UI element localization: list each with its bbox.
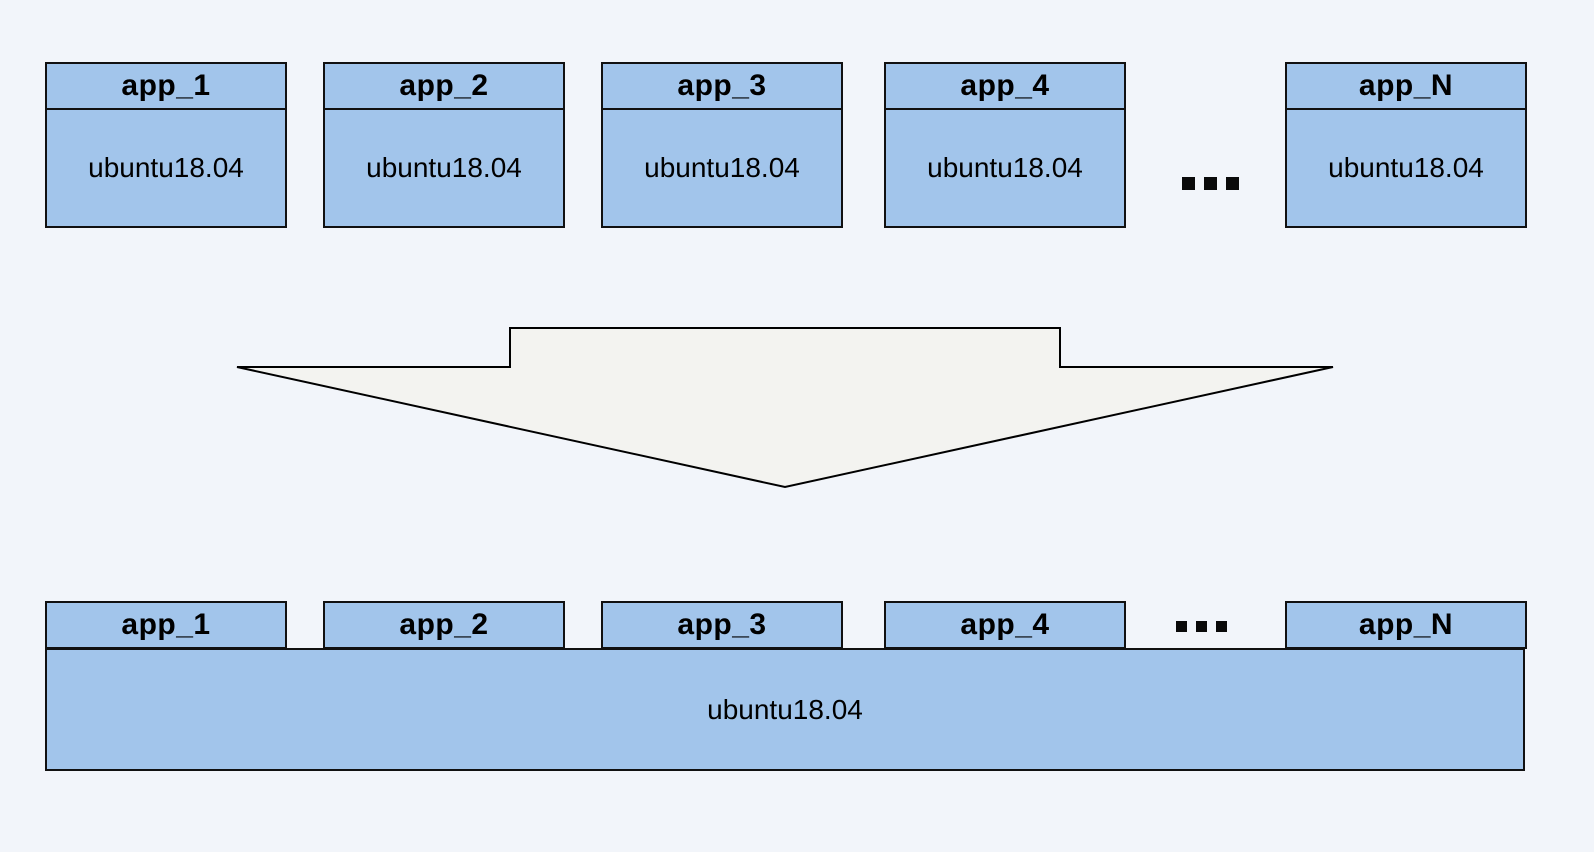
os-label: ubuntu18.04 <box>366 152 522 183</box>
app-name-label: app_N <box>1358 608 1454 641</box>
app-name-label: app_2 <box>325 64 563 110</box>
os-label: ubuntu18.04 <box>88 152 244 183</box>
shared-os-box: ubuntu18.04 <box>45 648 1525 771</box>
app-name-label: app_1 <box>121 608 211 641</box>
app-name-label: app_2 <box>399 608 489 641</box>
app-name-label: app_3 <box>603 64 841 110</box>
ellipsis-icon <box>1176 621 1227 632</box>
top-box-app-1: app_1 ubuntu18.04 <box>45 62 287 228</box>
top-box-app-3: app_3 ubuntu18.04 <box>601 62 843 228</box>
os-label: ubuntu18.04 <box>1328 152 1484 183</box>
app-name-label: app_4 <box>886 64 1124 110</box>
ellipsis-icon <box>1182 177 1239 190</box>
bottom-tab-app-3: app_3 <box>601 601 843 649</box>
top-box-app-2: app_2 ubuntu18.04 <box>323 62 565 228</box>
app-name-label: app_1 <box>47 64 285 110</box>
bottom-tab-app-n: app_N <box>1285 601 1527 649</box>
top-box-app-4: app_4 ubuntu18.04 <box>884 62 1126 228</box>
os-label: ubuntu18.04 <box>707 693 863 725</box>
os-label: ubuntu18.04 <box>644 152 800 183</box>
top-box-app-n: app_N ubuntu18.04 <box>1285 62 1527 228</box>
app-name-label: app_N <box>1287 64 1525 110</box>
app-name-label: app_4 <box>960 608 1050 641</box>
os-label: ubuntu18.04 <box>927 152 1083 183</box>
bottom-tab-app-4: app_4 <box>884 601 1126 649</box>
bottom-tab-app-2: app_2 <box>323 601 565 649</box>
bottom-tab-app-1: app_1 <box>45 601 287 649</box>
app-name-label: app_3 <box>677 608 767 641</box>
down-arrow-icon <box>230 320 1340 495</box>
